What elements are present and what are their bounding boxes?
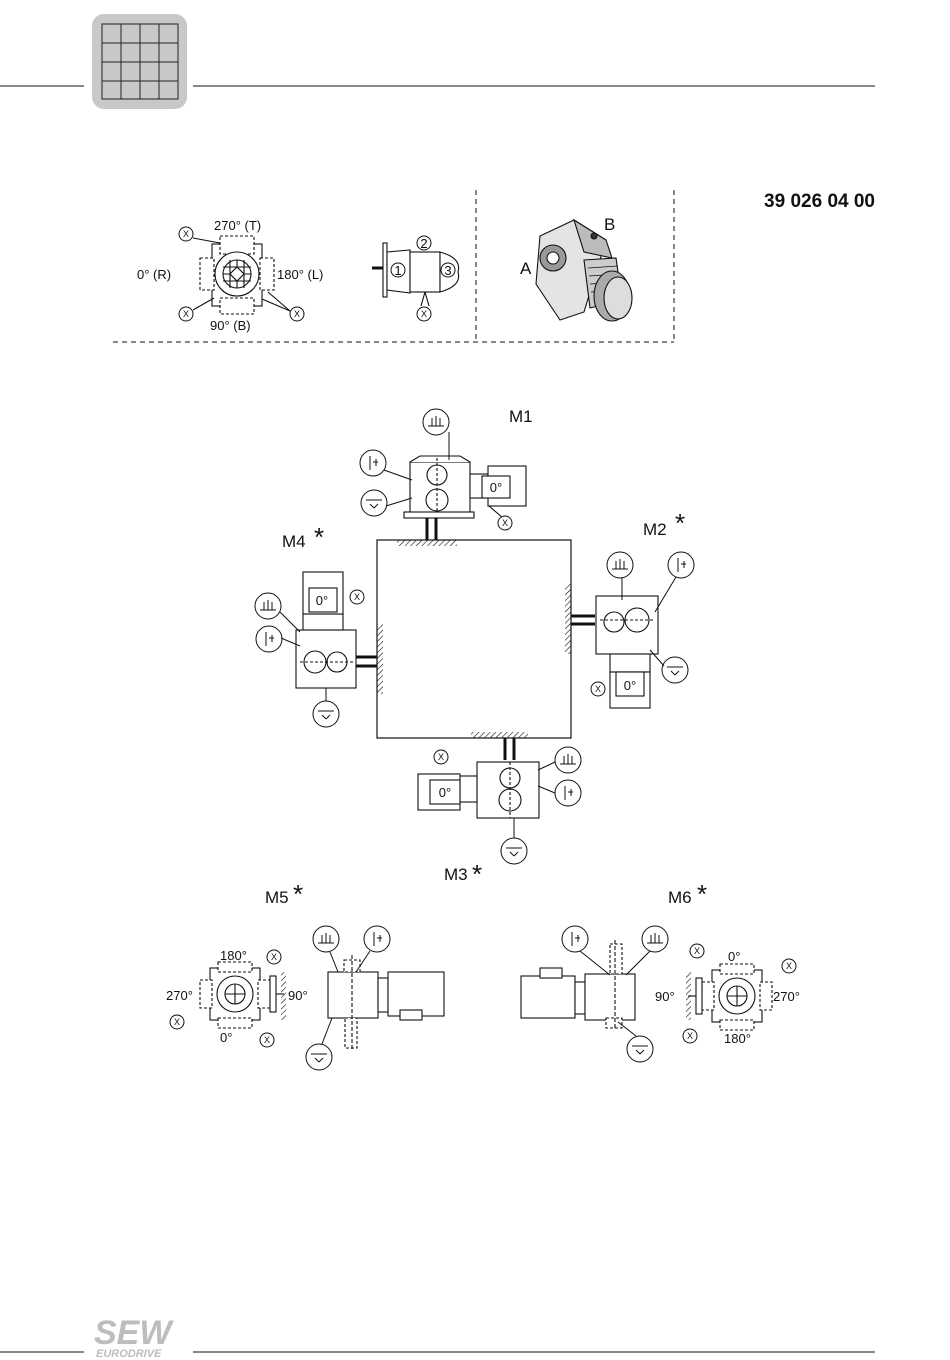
m3-drawing	[418, 738, 539, 818]
m6-end-view	[688, 964, 772, 1030]
m6-label: M6	[668, 888, 692, 907]
mounting-hatches	[377, 540, 571, 738]
grid-icon	[92, 14, 187, 109]
brand-sub: EURODRIVE	[96, 1348, 162, 1360]
header	[0, 14, 875, 109]
m4-label: M4	[282, 532, 306, 551]
svg-text:X: X	[354, 592, 360, 602]
m6-side-view	[521, 940, 635, 1030]
mounting-block	[377, 540, 571, 738]
side-a-label: A	[520, 259, 532, 278]
m5-angle-bottom: 0°	[220, 1030, 232, 1045]
m4-drawing	[296, 572, 377, 688]
oil-level-icon	[255, 409, 694, 1070]
m2-zero-label: 0°	[624, 678, 636, 693]
svg-text:X: X	[271, 952, 277, 962]
legend-angle-diagram	[193, 236, 290, 314]
side-b-label: B	[604, 215, 615, 234]
m5-angle-top: 180°	[220, 948, 247, 963]
m5-star: *	[293, 879, 303, 909]
m3-star: *	[472, 859, 482, 889]
svg-text:X: X	[183, 229, 189, 239]
m5-end-view	[200, 962, 284, 1028]
angle-top-label: 270° (T)	[214, 218, 261, 233]
m5-label: M5	[265, 888, 289, 907]
svg-text:X: X	[174, 1017, 180, 1027]
m6-angle-bottom: 180°	[724, 1031, 751, 1046]
drawing-code: 39 026 04 00	[764, 191, 875, 212]
svg-text:X: X	[502, 518, 508, 528]
svg-text:1: 1	[394, 263, 401, 278]
m3-zero-label: 0°	[439, 785, 451, 800]
svg-text:X: X	[687, 1031, 693, 1041]
m1-zero-label: 0°	[490, 480, 502, 495]
svg-text:X: X	[786, 961, 792, 971]
svg-text:X: X	[595, 684, 601, 694]
svg-text:X: X	[694, 946, 700, 956]
m4-zero-label: 0°	[316, 593, 328, 608]
svg-text:X: X	[264, 1035, 270, 1045]
angle-bottom-label: 90° (B)	[210, 318, 251, 333]
m5-angle-right: 90°	[288, 988, 308, 1003]
m4-star: *	[314, 522, 324, 552]
gear-motor-3d-image	[536, 220, 632, 321]
m6-angle-right: 270°	[773, 989, 800, 1004]
m2-drawing	[571, 596, 658, 708]
m6-star: *	[697, 879, 707, 909]
svg-text:2: 2	[420, 236, 427, 251]
m2-label: M2	[643, 520, 667, 539]
m2-star: *	[675, 508, 685, 538]
m6-angle-left: 90°	[655, 989, 675, 1004]
m3-label: M3	[444, 865, 468, 884]
angle-left-label: 0° (R)	[137, 267, 171, 282]
svg-text:X: X	[183, 309, 189, 319]
angle-right-label: 180° (L)	[277, 267, 323, 282]
m6-hatch	[686, 972, 691, 1020]
m5-hatch	[281, 972, 286, 1020]
m5-angle-left: 270°	[166, 988, 193, 1003]
m6-angle-top: 0°	[728, 949, 740, 964]
svg-text:X: X	[294, 309, 300, 319]
svg-text:X: X	[421, 309, 427, 319]
brand-logo: SEW	[94, 1314, 174, 1352]
svg-text:3: 3	[444, 263, 451, 278]
svg-text:X: X	[438, 752, 444, 762]
m1-label: M1	[509, 407, 533, 426]
m5-side-view	[328, 955, 444, 1050]
